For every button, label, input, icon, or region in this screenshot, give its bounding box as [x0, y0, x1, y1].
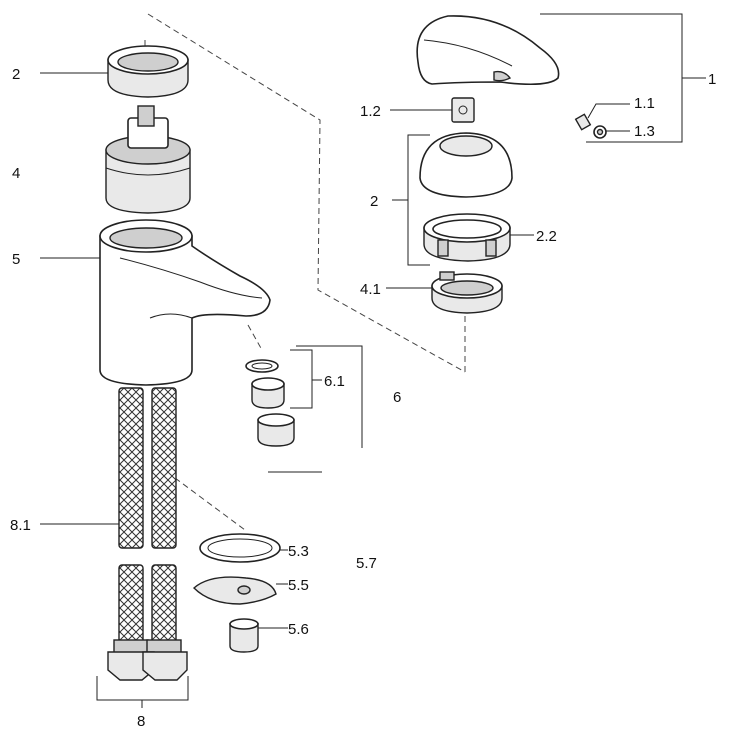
label-1-3: 1.3 [634, 123, 655, 140]
part-6-1-aerator [245, 359, 322, 473]
part-5-6-nut [229, 618, 259, 653]
part-1-2-insert [451, 97, 475, 123]
part-labels: 2 4 5 8.1 8 1 1.1 1.3 1.2 2 2.2 4.1 6.1 … [10, 66, 716, 730]
part-2-2-slotted-ring [423, 213, 511, 262]
leader-lines [40, 13, 706, 708]
label-5: 5 [12, 251, 20, 268]
label-1-2: 1.2 [360, 103, 381, 120]
label-8-1: 8.1 [10, 517, 31, 534]
label-5-7: 5.7 [356, 555, 377, 572]
label-5-5: 5.5 [288, 577, 309, 594]
label-1-1: 1.1 [634, 95, 655, 112]
label-2-top: 2 [12, 66, 20, 83]
label-6-1: 6.1 [324, 373, 345, 390]
part-4-cartridge [105, 105, 191, 214]
part-8-flex-hoses [107, 387, 188, 681]
part-5-5-fixing-plate [192, 576, 277, 605]
label-5-6: 5.6 [288, 621, 309, 638]
label-5-3: 5.3 [288, 543, 309, 560]
label-2-right: 2 [370, 193, 378, 210]
part-5-faucet-body [99, 219, 271, 386]
label-4-1: 4.1 [360, 281, 381, 298]
label-1: 1 [708, 71, 716, 88]
label-8: 8 [137, 713, 145, 730]
label-4: 4 [12, 165, 20, 182]
part-2-cap-ring [107, 45, 189, 98]
label-2-2: 2.2 [536, 228, 557, 245]
part-5-3-o-ring [199, 533, 281, 563]
part-1-lever-handle [416, 15, 607, 139]
label-6: 6 [393, 389, 401, 406]
part-4-1-adapter-ring [431, 271, 503, 314]
part-2-dome-cap [419, 132, 513, 198]
